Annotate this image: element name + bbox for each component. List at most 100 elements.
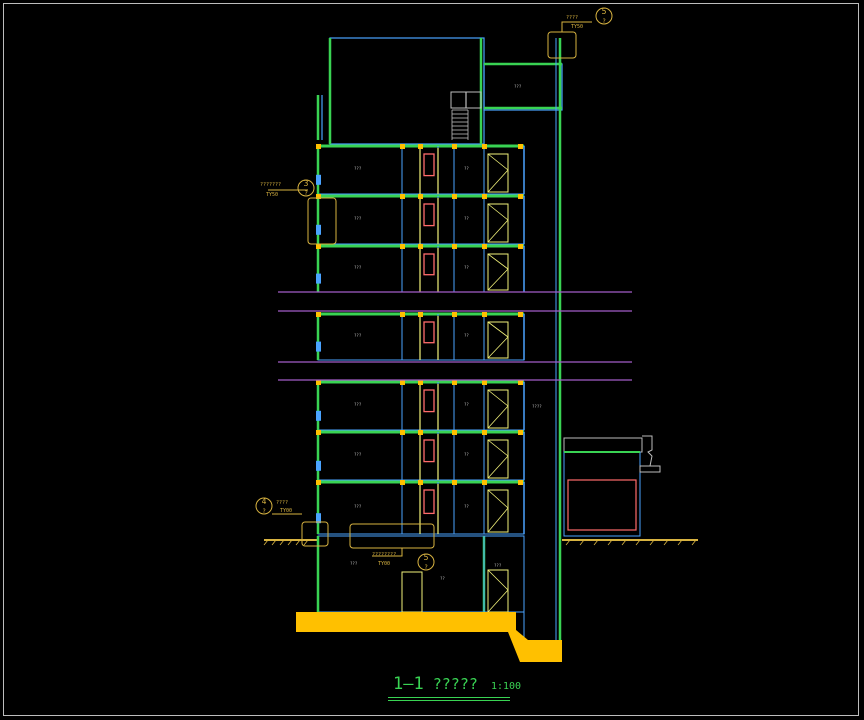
- room-label-basement: ???: [350, 561, 358, 566]
- callout-number-left-lower: 4: [262, 497, 267, 506]
- callout-circle-top-right: [595, 7, 613, 25]
- title-number: 1—1: [393, 674, 424, 694]
- column-node: [418, 144, 423, 149]
- stair-window-diag: [487, 268, 509, 291]
- callout-ref-left-upper: TY50: [266, 192, 278, 198]
- facade-bracket: [316, 513, 321, 524]
- column-node: [452, 244, 457, 249]
- column-node: [518, 244, 523, 249]
- door-opening: [423, 253, 435, 276]
- callout-circle-bottom-mid: [417, 553, 435, 571]
- door-opening: [423, 389, 435, 413]
- room-label-small: ??: [464, 216, 469, 221]
- callout-number-top-right: 5: [602, 7, 607, 16]
- stair-window: [487, 253, 509, 291]
- room-label: ???: [354, 452, 362, 457]
- callout-note-bottom-mid: ????????: [372, 552, 396, 558]
- facade-bracket: [316, 410, 321, 421]
- facade-bracket: [316, 224, 321, 235]
- column-node: [518, 480, 523, 485]
- stair-window-diag: [487, 219, 509, 243]
- callout-number-bottom-mid: 5: [424, 553, 429, 562]
- column-node: [482, 430, 487, 435]
- room-label: ???: [354, 402, 362, 407]
- door-opening: [423, 153, 435, 177]
- ground-and-foundation: [263, 435, 698, 662]
- column-node: [452, 194, 457, 199]
- callout-sheet-bottom-mid: ?: [424, 564, 428, 571]
- annotation-boxes: [255, 7, 613, 571]
- door-opening: [423, 203, 435, 227]
- column-node: [400, 480, 405, 485]
- column-node: [482, 244, 487, 249]
- title-underline-2: [388, 700, 510, 701]
- column-node: [316, 144, 321, 149]
- title-underline: [388, 697, 510, 698]
- facade-bracket: [316, 273, 321, 284]
- stair-window: [487, 439, 509, 479]
- facade-bracket: [316, 174, 321, 185]
- column-node: [418, 194, 423, 199]
- stair-window-diag: [487, 389, 509, 407]
- column-node: [418, 480, 423, 485]
- column-node: [518, 312, 523, 317]
- room-label: ???: [354, 504, 362, 509]
- callout-number-left-upper: 3: [304, 179, 309, 188]
- drawing-frame: [3, 3, 859, 716]
- callout-sheet-left-upper: ?: [304, 190, 308, 197]
- facade-bracket: [316, 341, 321, 352]
- stair-window-diag: [487, 489, 509, 509]
- column-node: [316, 480, 321, 485]
- column-node: [400, 312, 405, 317]
- column-node: [400, 144, 405, 149]
- door-opening: [423, 321, 435, 344]
- room-label-small: ??: [464, 333, 469, 338]
- drawing-title: 1—1 ????? 1:100: [393, 674, 521, 694]
- room-label-basement-door: ???: [494, 563, 502, 568]
- callout-ref-left-lower: TY00: [280, 508, 292, 514]
- column-node: [452, 144, 457, 149]
- door-opening: [423, 489, 435, 515]
- callout-circle-left-lower: [255, 497, 273, 515]
- stair-window-diag: [487, 321, 509, 338]
- stair-window-diag: [487, 336, 509, 359]
- door-opening: [423, 439, 435, 463]
- floor-stack: ???????????????????????????????????: [316, 144, 525, 535]
- stair-window: [487, 203, 509, 243]
- column-node: [400, 430, 405, 435]
- room-label: ???: [354, 265, 362, 270]
- column-node: [482, 312, 487, 317]
- break-lines: [278, 291, 632, 381]
- column-node: [316, 430, 321, 435]
- column-node: [316, 244, 321, 249]
- stair-window: [487, 153, 509, 193]
- column-node: [316, 312, 321, 317]
- column-node: [482, 194, 487, 199]
- column-node: [400, 194, 405, 199]
- column-node: [452, 312, 457, 317]
- stair-window-diag: [487, 169, 509, 193]
- stair-window-diag: [487, 253, 509, 270]
- room-label: ???: [354, 333, 362, 338]
- stair-window: [487, 321, 509, 359]
- column-node: [418, 430, 423, 435]
- column-node: [518, 144, 523, 149]
- stair-window-diag: [487, 153, 509, 171]
- roof-structures: [316, 37, 563, 640]
- room-label-small: ??: [464, 402, 469, 407]
- callout-note-left-lower: ????: [276, 500, 288, 506]
- room-label-small: ??: [464, 452, 469, 457]
- room-label-basement-right: ??: [440, 576, 445, 581]
- column-node: [452, 380, 457, 385]
- column-node: [482, 380, 487, 385]
- stair-window-diag: [487, 439, 509, 457]
- stair-window-diag: [487, 203, 509, 221]
- facade-bracket: [316, 460, 321, 471]
- callout-ref-bottom-mid: TY00: [378, 561, 390, 567]
- callout-sheet-top-right: ?: [602, 18, 606, 25]
- room-label-small: ??: [464, 504, 469, 509]
- stair-window: [487, 389, 509, 429]
- column-node: [418, 312, 423, 317]
- title-scale: 1:100: [490, 681, 522, 692]
